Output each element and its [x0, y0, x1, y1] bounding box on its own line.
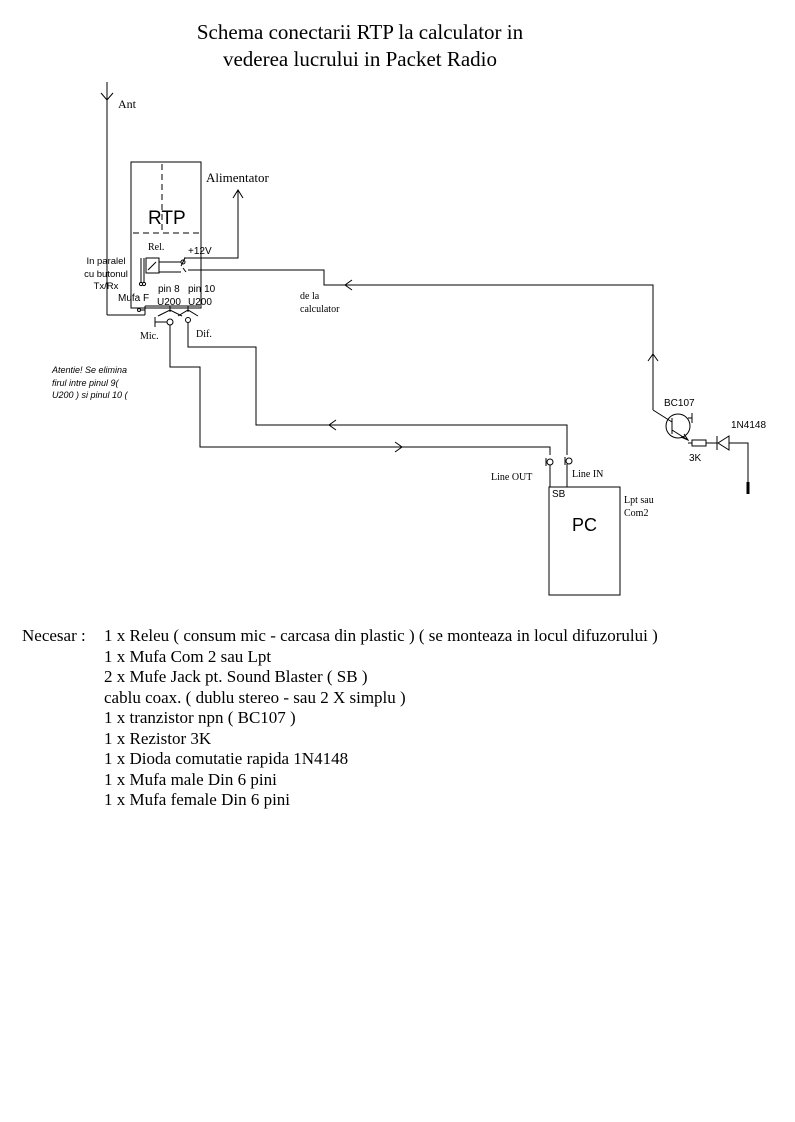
lpt-line-2: Com2 — [624, 508, 649, 519]
antenna-symbol — [100, 82, 114, 315]
plus-12v-label: +12V — [188, 246, 212, 257]
list-item: 1 x Mufa male Din 6 pini — [104, 769, 277, 789]
alimentator-label: Alimentator — [206, 170, 269, 185]
pin10-label: pin 10 — [188, 284, 216, 295]
lpt-line-1: Lpt sau — [624, 495, 654, 506]
relay-symbol — [138, 257, 187, 287]
transistor-bc107 — [652, 398, 693, 442]
rtp-label: RTP — [148, 208, 186, 229]
calculator-label: calculator — [300, 304, 340, 315]
list-item: 1 x Dioda comutatie rapida 1N4148 — [104, 749, 349, 768]
rtp-box — [130, 161, 202, 309]
parts-list: Necesar : 1 x Releu ( consum mic - carcas… — [22, 626, 658, 811]
mic-label: Mic. — [140, 331, 159, 342]
paralel-note-line-1: In paralel — [86, 256, 126, 267]
resistor-label: 3K — [689, 453, 702, 464]
atentie-note: Atentie! Se elimina firul intre pinul 9(… — [52, 364, 128, 402]
mic-jack — [154, 309, 183, 327]
line-out-label: Line OUT — [491, 472, 533, 483]
diode-label: 1N4148 — [731, 420, 767, 431]
list-item: 2 x Mufe Jack pt. Sound Blaster ( SB ) — [104, 667, 368, 686]
line-in-label: Line IN — [572, 469, 604, 480]
atentie-line-2: firul intre pinul 9( — [52, 377, 119, 388]
resistor-3k — [688, 439, 717, 447]
u200-label-1: U200 — [157, 297, 181, 308]
line-in-jack — [564, 457, 573, 487]
list-item: cablu coax. ( dublu stereo - sau 2 X sim… — [104, 687, 406, 707]
power-supply-wire — [184, 189, 244, 259]
dif-cable — [187, 324, 568, 455]
paralel-note-line-3: Tx/Rx — [93, 281, 119, 292]
lpt-label: Lpt sau Com2 — [624, 494, 654, 520]
pc-label: PC — [572, 515, 598, 535]
atentie-line-1: Atentie! Se elimina — [52, 365, 128, 375]
u200-label-2: U200 — [188, 297, 212, 308]
title-line-2: vederea lucrului in Packet Radio — [222, 47, 498, 71]
pc-box — [548, 486, 621, 596]
list-item: 1 x Mufa female Din 6 pini — [104, 790, 291, 809]
de-la-calculator-label: de la calculator — [300, 290, 339, 316]
list-item: Necesar : 1 x Releu ( consum mic - carcas… — [22, 626, 658, 647]
list-item: 1 x Mufa Com 2 sau Lpt — [104, 646, 272, 666]
pin8-label: pin 8 — [158, 284, 180, 295]
line-out-jack — [545, 458, 554, 487]
paralel-note: In paralel cu butonul Tx/Rx — [76, 256, 136, 294]
bc107-label: BC107 — [664, 398, 695, 409]
relay-control-wire — [188, 269, 659, 398]
title-line-1: Schema conectarii RTP la calculator in — [196, 20, 524, 44]
mufa-f-label: Mufa F — [118, 293, 150, 304]
mufa-f-connector — [137, 305, 200, 315]
sb-label: SB — [552, 489, 566, 500]
list-heading: Necesar : — [22, 626, 86, 645]
diode-1n4148 — [716, 435, 749, 487]
list-item-text: 1 x Releu ( consum mic - carcasa din pla… — [104, 626, 658, 645]
mic-cable — [169, 325, 551, 455]
ant-label: Ant — [118, 97, 136, 111]
relay-label: Rel. — [148, 242, 165, 253]
dif-label: Dif. — [196, 329, 212, 340]
paralel-note-line-2: cu butonul — [84, 268, 128, 280]
list-item: 1 x tranzistor npn ( BC107 ) — [104, 708, 296, 727]
atentie-line-3: U200 ) si pinul 10 ( — [52, 390, 128, 400]
de-la-label: de la — [300, 291, 320, 302]
list-item: 1 x Rezistor 3K — [104, 728, 212, 748]
